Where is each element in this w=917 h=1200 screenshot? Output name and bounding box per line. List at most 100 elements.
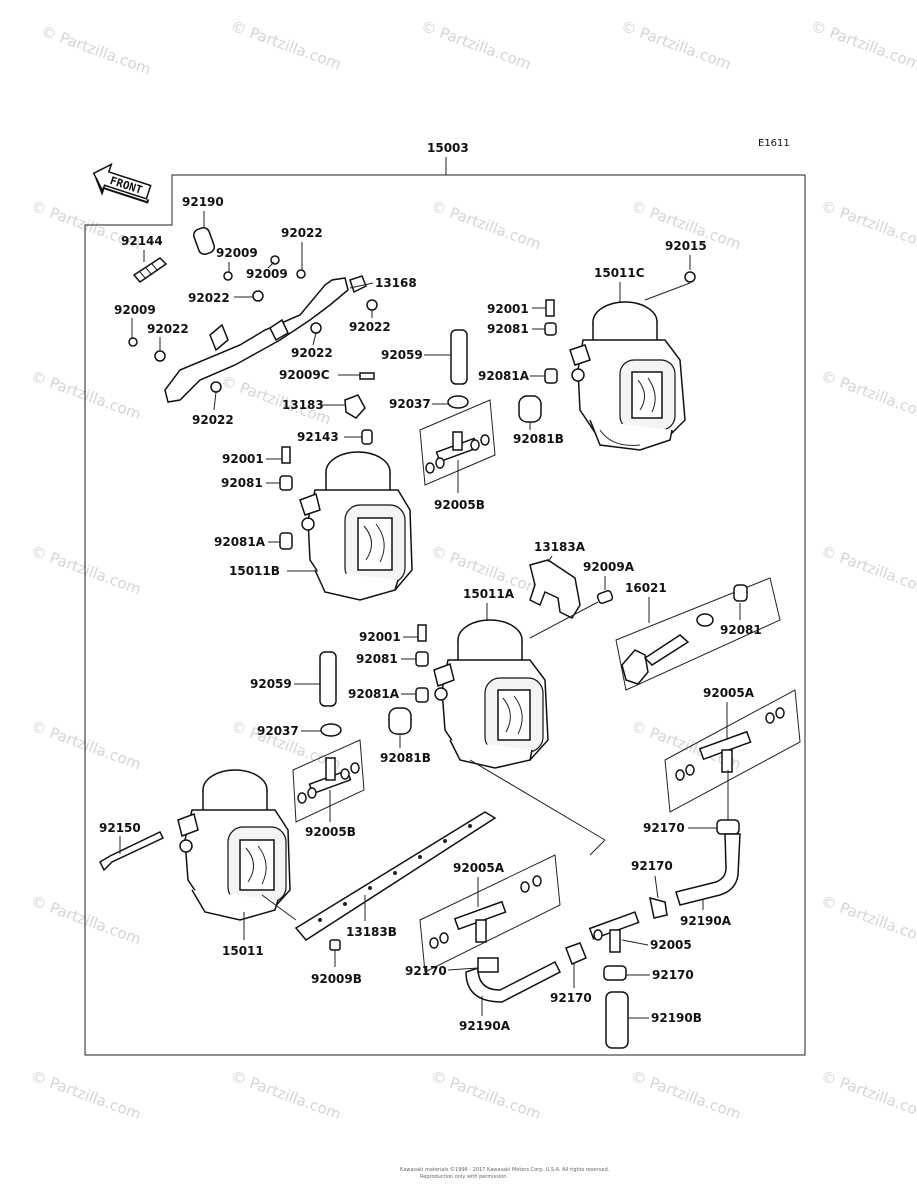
clamp-92170: [565, 942, 587, 965]
callout-l92081c: 92081: [356, 652, 398, 666]
callout-l92081aa: 92081A: [478, 369, 530, 383]
collar-92143: [361, 429, 373, 445]
hose-92190a-lower: [465, 960, 562, 1003]
front-arrow-icon: FRONT: [92, 162, 152, 204]
callout-l92022e: 92022: [291, 346, 333, 360]
watermark: © Partzilla.com: [819, 367, 917, 424]
fitting-set-92005a-lower: [419, 854, 561, 973]
callout-l92170c: 92170: [405, 964, 447, 978]
fitting-set-92005a-right: [664, 689, 801, 813]
callout-l92059b: 92059: [250, 677, 292, 691]
carburetor-15011a: [433, 619, 549, 769]
callout-l92022f: 92022: [192, 413, 234, 427]
watermark: © Partzilla.com: [809, 17, 917, 74]
clamp-92170: [716, 819, 740, 835]
carburetor-15011: [177, 769, 291, 921]
hose-92190b: [605, 991, 629, 1049]
screw-92001: [545, 299, 555, 317]
watermark: © Partzilla.com: [29, 892, 144, 949]
callout-l92009c: 92009: [114, 303, 156, 317]
callout-l92005ba: 92005B: [434, 498, 485, 512]
sensor-set-16021: [615, 577, 781, 691]
callout-l92170b: 92170: [631, 859, 673, 873]
callout-l15011: 15011: [222, 944, 264, 958]
callout-l92059a: 92059: [381, 348, 423, 362]
callout-l92009a: 92009: [216, 246, 258, 260]
callout-l92009c: 92009C: [279, 368, 330, 382]
watermark: © Partzilla.com: [619, 17, 734, 74]
callout-l15011b: 15011B: [229, 564, 280, 578]
clamp-92170: [603, 965, 627, 981]
callout-l92022d: 92022: [349, 320, 391, 334]
watermark: © Partzilla.com: [419, 17, 534, 74]
hose-92190a: [675, 833, 741, 906]
watermark: © Partzilla.com: [29, 542, 144, 599]
carburetor-15011c: [569, 271, 696, 451]
callout-l15011a: 15011A: [463, 587, 515, 601]
callout-l92081b: 92081: [221, 476, 263, 490]
reference-code: E1611: [758, 138, 790, 149]
callout-l92144: 92144: [121, 234, 163, 248]
spring-92081a: [544, 368, 558, 384]
watermark: © Partzilla.com: [29, 367, 144, 424]
watermark: © Partzilla.com: [429, 197, 544, 254]
callout-l92009b: 92009: [246, 267, 288, 281]
watermark: © Partzilla.com: [819, 542, 917, 599]
callout-l92009a: 92009A: [583, 560, 635, 574]
callout-l92037a: 92037: [389, 397, 431, 411]
callout-l92190b: 92190B: [651, 1011, 702, 1025]
callout-l92143: 92143: [297, 430, 339, 444]
spring-92081: [544, 322, 557, 336]
callout-l13183b: 13183B: [346, 925, 397, 939]
callout-l92170d: 92170: [550, 991, 592, 1005]
callout-l92005bb: 92005B: [305, 825, 356, 839]
callout-l92022a: 92022: [281, 226, 323, 240]
screw-92009a: [596, 590, 614, 604]
watermark: © Partzilla.com: [819, 1067, 917, 1124]
copyright-line-1: Kawasaki materials ©1996 - 2017 Kawasaki…: [400, 1166, 610, 1173]
callout-l92022c: 92022: [147, 322, 189, 336]
tube-92059: [319, 651, 337, 707]
callout-l92022b: 92022: [188, 291, 230, 305]
callout-l16021: 16021: [625, 581, 667, 595]
watermark: © Partzilla.com: [39, 22, 154, 79]
callout-l92081ab: 92081A: [214, 535, 266, 549]
choke-linkage-group: [128, 226, 378, 445]
bracket-13183a: [529, 559, 581, 619]
callout-l15011c: 15011C: [594, 266, 645, 280]
callout-l92190a1: 92190A: [459, 1019, 511, 1033]
spring-92081b: [518, 395, 542, 423]
cap-92037: [447, 395, 469, 409]
spring-92144: [132, 257, 168, 284]
watermark: © Partzilla.com: [819, 197, 917, 254]
callout-l92015: 92015: [665, 239, 707, 253]
callout-l92081ba: 92081B: [513, 432, 564, 446]
watermark: © Partzilla.com: [229, 1067, 344, 1124]
tube-92059: [450, 329, 468, 385]
screw-92009b: [329, 939, 341, 951]
fitting-set-92005b-lower: [292, 739, 365, 823]
callout-l92170a: 92170: [643, 821, 685, 835]
assembly-frame: [84, 174, 806, 1056]
choke-link-rod: [164, 277, 349, 403]
callout-l92009b: 92009B: [311, 972, 362, 986]
callout-l13183a: 13183A: [534, 540, 586, 554]
clamp-92170: [649, 896, 668, 919]
watermark: © Partzilla.com: [29, 717, 144, 774]
screw-92009c: [359, 372, 375, 380]
watermark: © Partzilla.com: [29, 1067, 144, 1124]
watermark: © Partzilla.com: [229, 17, 344, 74]
callout-l92005ab: 92005A: [453, 861, 505, 875]
fitting-set-92005b-upper: [419, 399, 496, 486]
bolt-92150: [99, 831, 165, 872]
callout-l92190a2: 92190A: [680, 914, 732, 928]
watermark-layer: © Partzilla.com © Partzilla.com © Partzi…: [29, 17, 917, 1124]
part-13183-bracket: [344, 394, 366, 419]
callout-l92005: 92005: [650, 938, 692, 952]
callout-l92190: 92190: [182, 195, 224, 209]
callout-l92081d: 92081: [720, 623, 762, 637]
nut-92015: [684, 271, 696, 283]
copyright-line-2: Reproduction only with permission.: [420, 1174, 508, 1180]
